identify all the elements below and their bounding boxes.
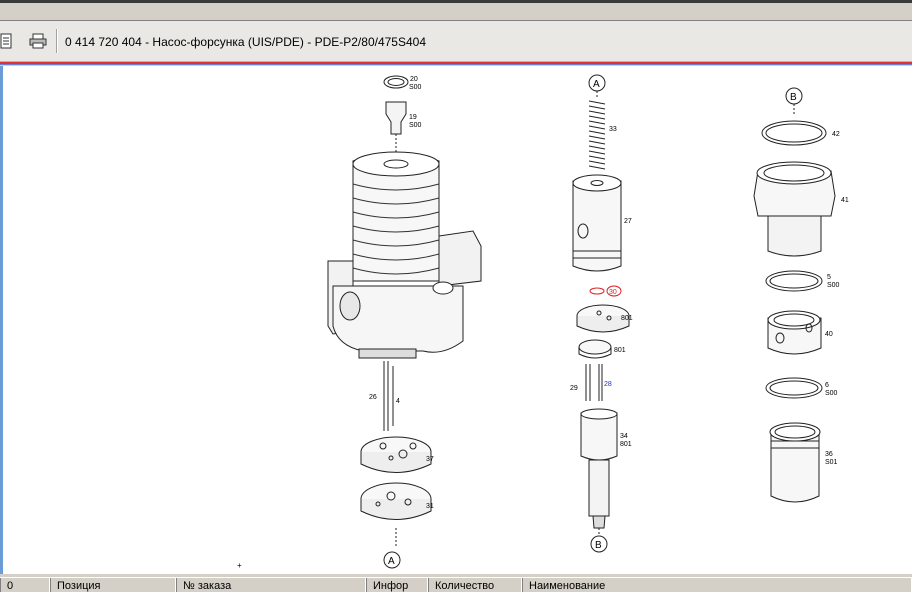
label-41: 41	[841, 197, 849, 204]
part-42-ring[interactable]	[761, 120, 827, 146]
label-marker-a-left: A	[388, 556, 395, 567]
label-36-s01: S01	[825, 459, 838, 466]
cursor-mark: +	[237, 561, 242, 570]
part-6-shim[interactable]	[765, 377, 823, 399]
right-assembly	[753, 87, 836, 503]
part-19-valve[interactable]	[385, 101, 407, 135]
accent-line	[0, 62, 912, 64]
label-5-s00: S00	[827, 282, 840, 289]
diagram-svg: 20 S00 19 S00 26 4 37 31 A +	[237, 74, 849, 570]
document-title: 0 414 720 404 - Насос-форсунка (UIS/PDE)…	[65, 35, 426, 49]
parts-table-header: 0 Позиция № заказа Инфор Количество Наим…	[0, 577, 912, 592]
part-20-ring[interactable]	[383, 75, 409, 89]
label-34: 34	[620, 433, 628, 440]
label-29: 29	[570, 385, 578, 392]
label-801-b: 801	[614, 347, 626, 354]
pump-body[interactable]	[332, 285, 464, 353]
label-19: 19	[409, 114, 417, 121]
col-position[interactable]: Позиция	[50, 578, 176, 592]
label-6-s00: S00	[825, 390, 838, 397]
toolbar-separator	[56, 29, 58, 53]
col-quantity[interactable]: Количество	[428, 578, 522, 592]
label-marker-b-right: B	[790, 92, 797, 103]
label-6: 6	[825, 382, 829, 389]
label-20-s00: S00	[409, 84, 422, 91]
col-info[interactable]: Инфор	[366, 578, 428, 592]
part-27-body[interactable]	[572, 180, 622, 272]
part-36-body[interactable]	[770, 430, 820, 503]
label-34-801: 801	[620, 441, 632, 448]
middle-assembly	[572, 74, 630, 553]
accent-line-blue	[0, 64, 912, 65]
part-801-plate-b[interactable]	[578, 339, 612, 355]
label-19-s00: S00	[409, 122, 422, 129]
left-assembly	[327, 75, 482, 569]
label-4: 4	[396, 398, 400, 405]
part-30-oring[interactable]	[589, 287, 605, 295]
label-27: 27	[624, 218, 632, 225]
label-marker-b-middle: B	[595, 540, 602, 551]
label-28[interactable]: 28	[604, 381, 612, 388]
marker-a-left	[383, 551, 401, 569]
label-37: 37	[426, 456, 434, 463]
label-31: 31	[426, 503, 434, 510]
col-index[interactable]: 0	[0, 578, 50, 592]
part-5-shim[interactable]	[765, 270, 823, 292]
label-26: 26	[369, 394, 377, 401]
label-40: 40	[825, 331, 833, 338]
document-icon[interactable]	[0, 32, 16, 50]
titlebar-strip	[0, 0, 912, 3]
marker-b-middle	[590, 535, 608, 553]
label-marker-a-middle: A	[593, 79, 600, 90]
label-33: 33	[609, 126, 617, 133]
label-30[interactable]: 30	[609, 289, 617, 296]
label-42: 42	[832, 131, 840, 138]
label-36: 36	[825, 451, 833, 458]
toolbar: 0 414 720 404 - Насос-форсунка (UIS/PDE)…	[0, 21, 912, 62]
col-order-number[interactable]: № заказа	[176, 578, 366, 592]
exploded-diagram: 20 S00 19 S00 26 4 37 31 A +	[0, 66, 912, 574]
part-33-spring[interactable]	[588, 100, 606, 170]
printer-icon[interactable]	[28, 32, 48, 50]
label-20: 20	[410, 76, 418, 83]
label-5: 5	[827, 274, 831, 281]
window-titlebar	[0, 0, 912, 21]
label-801-a: 801	[621, 315, 633, 322]
part-34-nozzle[interactable]	[580, 412, 618, 461]
col-name[interactable]: Наименование	[522, 578, 912, 592]
